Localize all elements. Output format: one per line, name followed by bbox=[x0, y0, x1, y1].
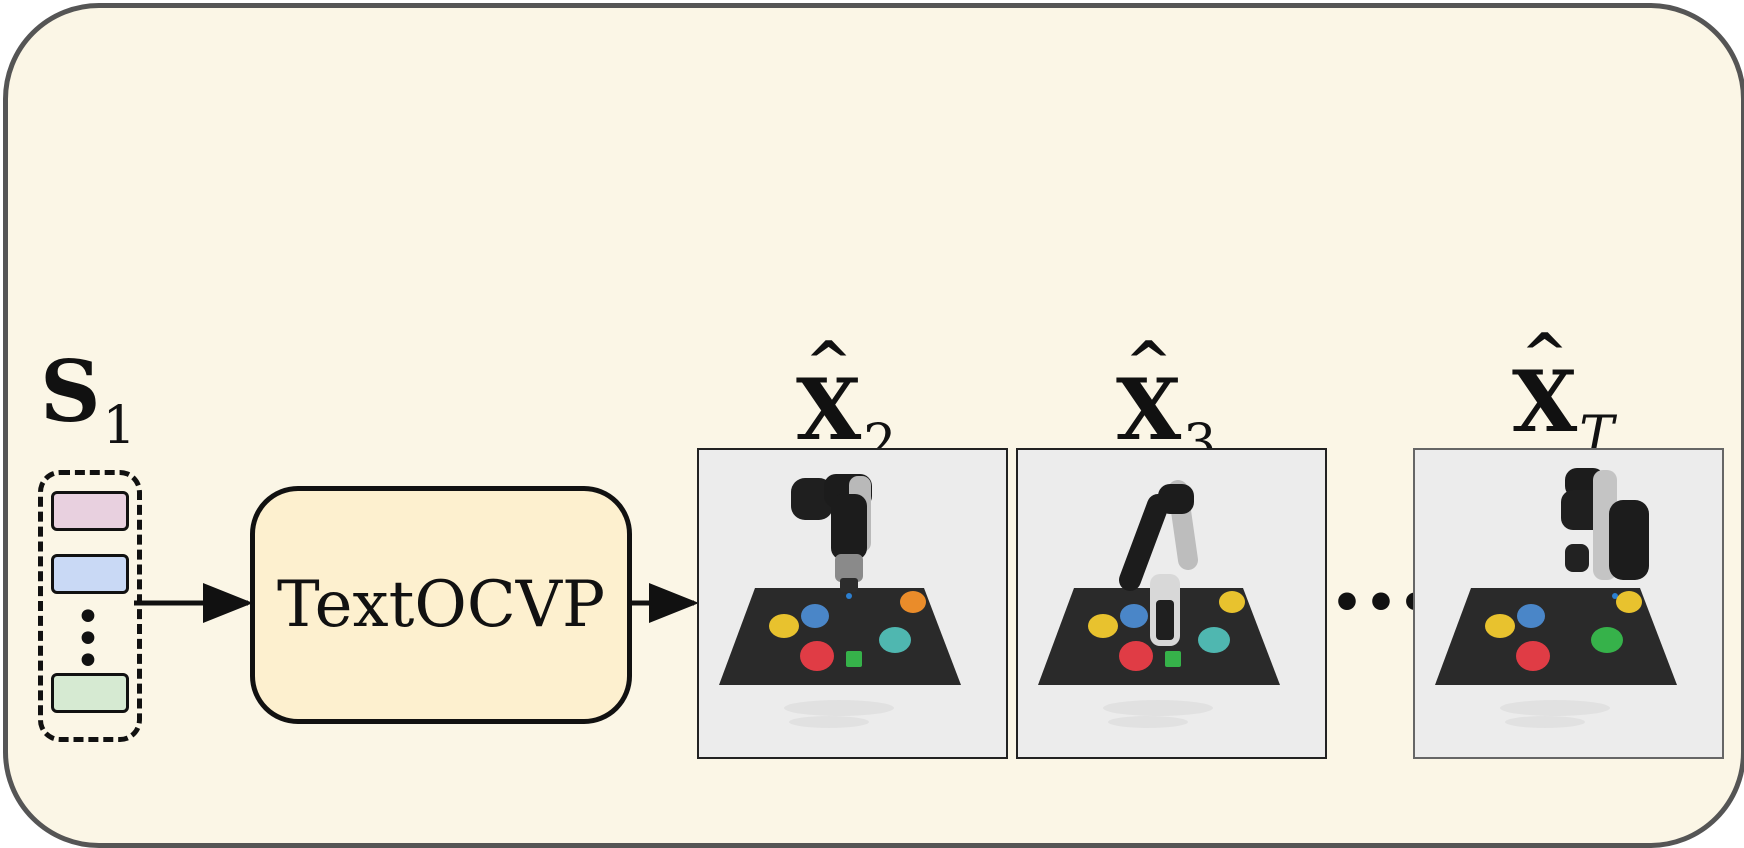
output-label-3-main: X bbox=[1512, 352, 1578, 451]
robot-scene-image bbox=[1038, 480, 1280, 728]
predicted-frame-3 bbox=[1413, 448, 1724, 759]
predicted-frame-1 bbox=[697, 448, 1008, 759]
model-label: TextOCVP bbox=[276, 568, 606, 642]
robot-scene-image bbox=[719, 474, 961, 728]
slot-blue bbox=[51, 554, 129, 594]
predicted-frame-2 bbox=[1016, 448, 1327, 759]
output-label-3: ^XT bbox=[1512, 326, 1614, 462]
slot-pink bbox=[51, 491, 129, 531]
input-symbol-main: S bbox=[40, 342, 101, 441]
input-symbol: S1 bbox=[40, 350, 136, 453]
robot-scene-image bbox=[1435, 468, 1677, 728]
output-label-1-main: X bbox=[796, 360, 862, 459]
slot-group: ••• bbox=[38, 470, 142, 742]
output-label-2-hat: ^ bbox=[1125, 329, 1173, 395]
output-label-1: ^X2 bbox=[796, 334, 896, 470]
output-label-2: ^X3 bbox=[1116, 334, 1216, 470]
input-symbol-subscript: 1 bbox=[102, 396, 136, 456]
output-label-1-hat: ^ bbox=[805, 329, 853, 395]
output-label-2-main: X bbox=[1116, 360, 1182, 459]
slot-green bbox=[51, 673, 129, 713]
output-label-3-hat: ^ bbox=[1521, 321, 1569, 387]
